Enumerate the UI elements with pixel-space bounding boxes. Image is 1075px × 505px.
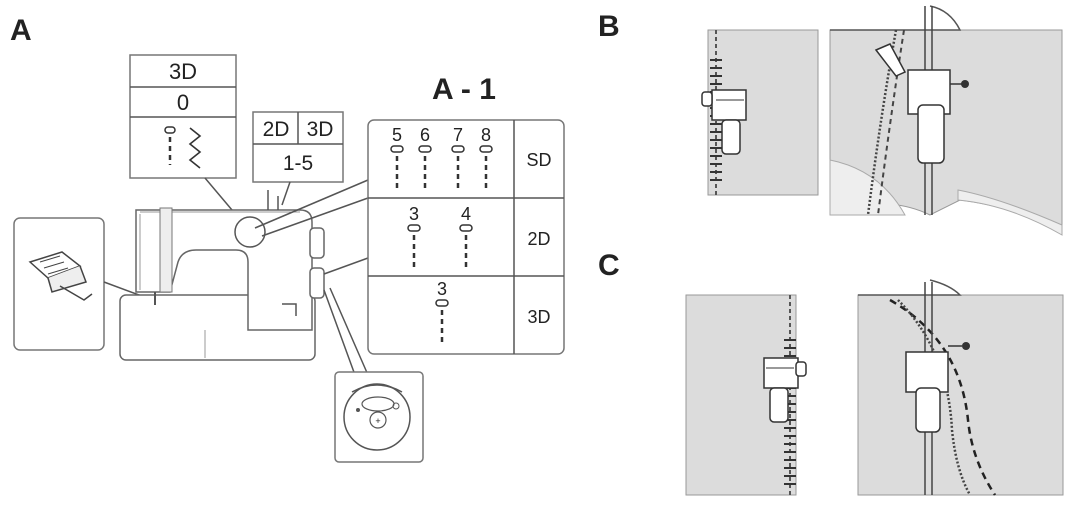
- panel-b-right-illustration: [830, 6, 1062, 235]
- a1-needle-position-table: SD 2D 3D 5 6 7 8: [368, 120, 564, 354]
- position-number: 7: [453, 125, 463, 145]
- a1-row-label-3d: 3D: [527, 307, 550, 327]
- position-number: 6: [420, 125, 430, 145]
- stitch-dial: [235, 217, 265, 247]
- selector-knob: [310, 268, 324, 298]
- svg-text:+: +: [375, 416, 380, 426]
- callout-stitch-value: 0: [177, 90, 189, 115]
- panel-b-left-illustration: [702, 30, 818, 195]
- callout-position-value: 1-5: [283, 152, 313, 175]
- callout-position-col1: 2D: [263, 118, 290, 141]
- panel-c-label: C: [598, 249, 620, 282]
- callout-stitch-header: 3D: [169, 59, 197, 84]
- position-number: 3: [409, 204, 419, 224]
- zipper-foot-icon: [764, 358, 806, 422]
- panel-c-right-illustration: [858, 280, 1063, 495]
- a1-row-label-sd: SD: [526, 150, 551, 170]
- position-knob: [310, 228, 324, 258]
- a1-row-label-2d: 2D: [527, 229, 550, 249]
- position-number: 4: [461, 204, 471, 224]
- callout-position-col2: 3D: [307, 118, 334, 141]
- position-number: 8: [481, 125, 491, 145]
- callout-position-pointer: [282, 182, 290, 205]
- position-number: 3: [437, 279, 447, 299]
- panel-c-left-illustration: [686, 295, 806, 495]
- panel-a-label: A: [10, 14, 32, 47]
- dial-inset: +: [335, 372, 423, 462]
- callout-stitch-pointer: [205, 178, 232, 210]
- fabric-piece: [858, 295, 1063, 495]
- panel-a1-label: A - 1: [432, 73, 496, 106]
- panel-b-label: B: [598, 10, 620, 43]
- position-number: 5: [392, 125, 402, 145]
- callout-needle-position: 2D 3D 1-5: [253, 112, 343, 205]
- callout-stitch-width: 3D 0: [130, 55, 236, 210]
- sewing-machine: [120, 190, 324, 360]
